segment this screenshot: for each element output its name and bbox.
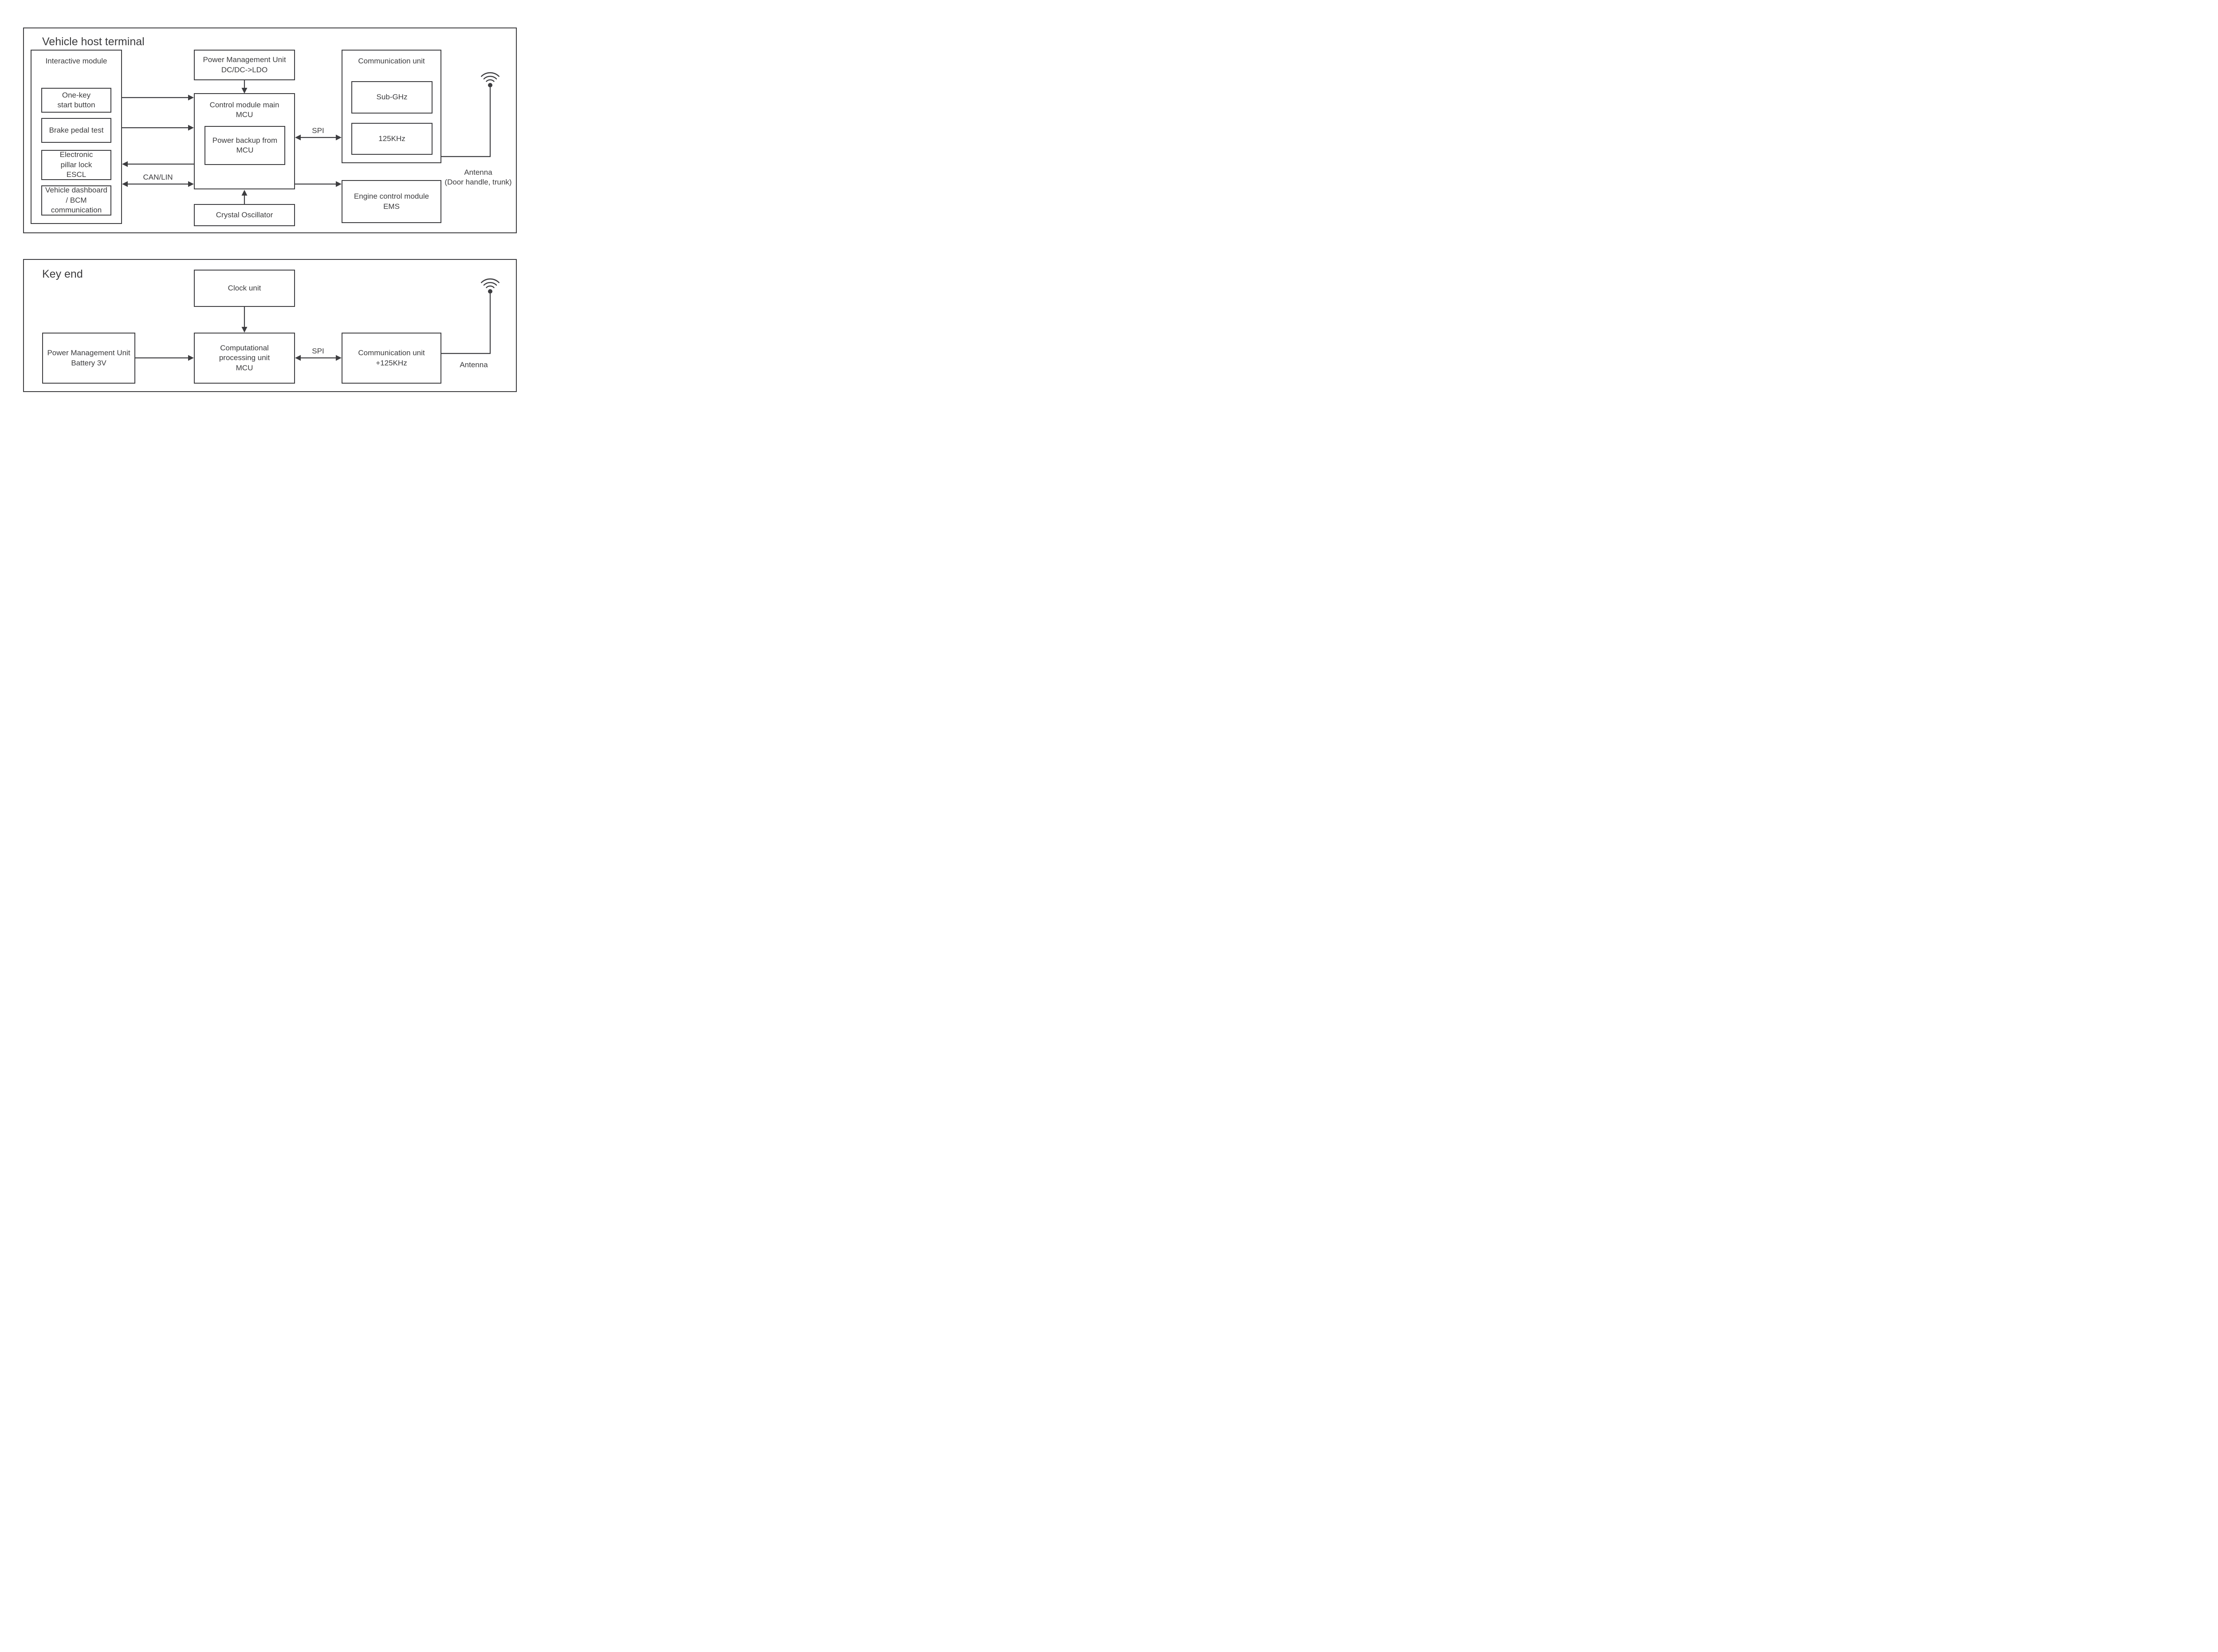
- khz-125-box: 125KHz: [351, 123, 433, 155]
- can-lin-bus-label: CAN/LIN: [143, 173, 173, 181]
- electronic-pillar-lock-escl-box: Electronic pillar lock ESCL: [41, 150, 111, 180]
- control-module-main-mcu-box: Control module main MCU Power backup fro…: [194, 93, 295, 189]
- communication-unit-box: Communication unit Sub-GHz 125KHz: [342, 50, 441, 163]
- power-management-unit-box: Power Management Unit DC/DC->LDO: [194, 50, 295, 80]
- clock-unit-box: Clock unit: [194, 270, 295, 307]
- control-module-main-mcu-label: Control module main MCU: [209, 101, 279, 119]
- key-end-title: Key end: [42, 268, 83, 280]
- one-key-start-button-box: One-key start button: [41, 88, 111, 113]
- communication-unit-title: Communication unit: [358, 57, 425, 65]
- communication-unit-125khz-box: Communication unit +125KHz: [342, 333, 441, 384]
- antenna-key-label: Antenna: [460, 361, 488, 369]
- computational-processing-unit-mcu-box: Computational processing unit MCU: [194, 333, 295, 384]
- brake-pedal-test-box: Brake pedal test: [41, 118, 111, 143]
- power-management-unit-battery-box: Power Management Unit Battery 3V: [42, 333, 135, 384]
- crystal-oscillator-box: Crystal Oscillator: [194, 204, 295, 226]
- antenna-host-label: Antenna (Door handle, trunk): [444, 168, 512, 187]
- vehicle-host-terminal-title: Vehicle host terminal: [42, 35, 145, 48]
- spi-bus-label-key: SPI: [312, 347, 324, 355]
- diagram-canvas: Vehicle host terminal Interactive module…: [0, 0, 554, 413]
- vehicle-dashboard-bcm-box: Vehicle dashboard / BCM communication: [41, 185, 111, 216]
- interactive-module-title: Interactive module: [45, 57, 107, 65]
- sub-ghz-box: Sub-GHz: [351, 81, 433, 114]
- spi-bus-label-host: SPI: [312, 126, 324, 135]
- engine-control-module-ems-box: Engine control module EMS: [342, 180, 441, 223]
- interactive-module-box: Interactive module One-key start button …: [31, 50, 122, 224]
- power-backup-from-mcu-box: Power backup from MCU: [204, 126, 285, 165]
